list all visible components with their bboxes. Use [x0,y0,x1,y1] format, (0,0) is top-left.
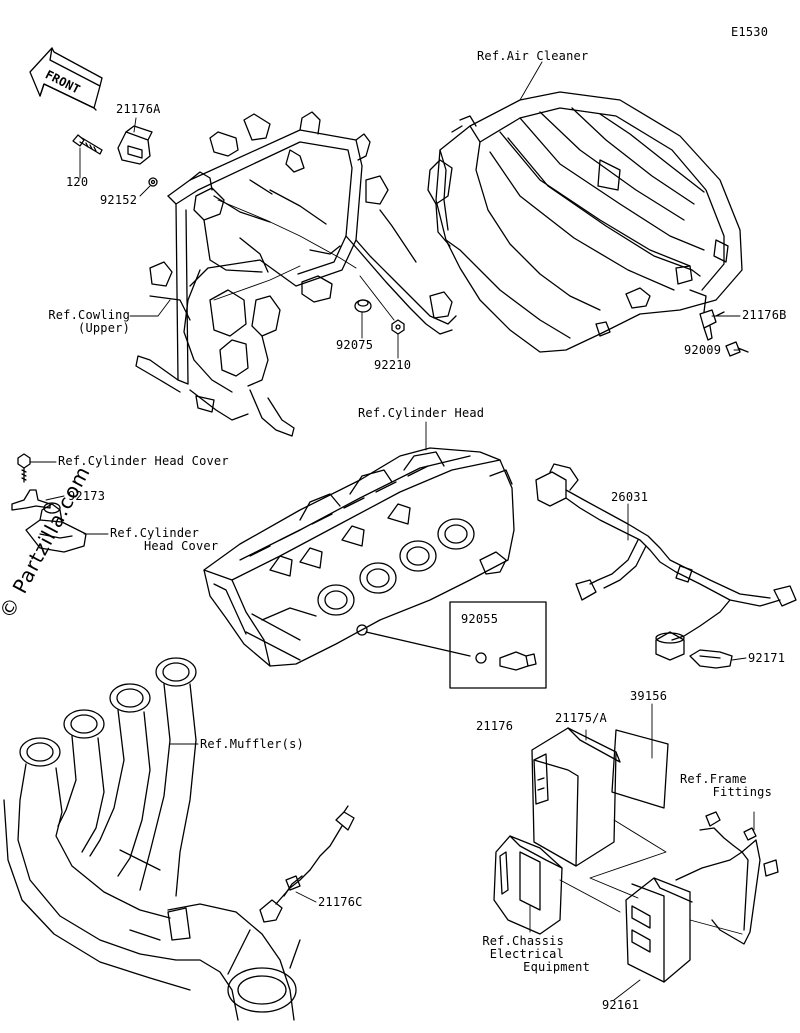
sensor-21176b-icon [699,309,725,341]
label-ref-cowling-line2: (Upper) [78,321,130,335]
label-21176: 21176 [476,719,514,733]
detail-box-21176 [365,601,547,689]
label-ref-chassis-line3: Equipment [523,960,590,974]
harness-26031 [535,463,797,661]
label-39156 [611,729,669,809]
label-92161: 92161 [602,998,640,1012]
label-ref-chassis: Ref.Chassis Electrical Equipment [470,935,590,974]
oxygen-sensor-21176c [259,805,355,923]
label-21176b: 21176B [742,308,787,322]
frame-bracket [675,811,779,945]
grommet-92075-icon [354,299,372,313]
diagram-code: E1530 [731,25,769,39]
label-ref-frame: Ref.Frame Fittings [680,773,772,799]
label-ref-cyl-head-cover-2-line2: Head Cover [144,539,219,553]
label-92171: 92171 [748,651,786,665]
label-ref-air-cleaner: Ref.Air Cleaner [477,49,589,63]
bolt-92009-icon [725,341,749,357]
air-cleaner-box [427,91,743,353]
label-ref-frame-line2: Fittings [712,785,772,799]
cylinder-head [203,447,515,667]
label-39156: 39156 [630,689,668,703]
bracket-92173-icon [11,489,51,511]
ecu-21175a [531,727,621,867]
label-92152: 92152 [100,193,138,207]
label-26031: 26031 [611,490,649,504]
label-21176a: 21176A [116,102,161,116]
label-92210: 92210 [374,358,412,372]
label-92055: 92055 [461,612,499,626]
bolt-120-icon [72,134,103,155]
label-ref-chassis-line1: Ref.Chassis [482,934,564,948]
label-92009: 92009 [684,343,722,357]
label-92173: 92173 [68,489,106,503]
ecu-chassis [493,835,563,935]
head-cover-bolt-icon [17,453,31,483]
label-ref-mufflers: Ref.Muffler(s) [200,737,304,751]
label-ref-cyl-head-cover-1: Ref.Cylinder Head Cover [58,454,229,468]
label-21176c: 21176C [318,895,363,909]
grommet-cover-icon [25,502,87,553]
cowling-stay-frame [135,111,457,437]
label-ref-cyl-head-cover-2: Ref.Cylinder Head Cover [110,527,218,553]
sensor-21176a-icon [117,125,158,187]
label-ref-cowling-line1: Ref.Cowling [48,308,130,322]
exhaust-headers [3,657,301,1021]
label-ref-cyl-head-cover-2-line1: Ref.Cylinder [110,526,200,540]
clamp-92171-icon [689,649,733,669]
nut-92210-icon [391,319,405,335]
label-120: 120 [66,175,89,189]
label-ref-cowling: Ref.Cowling (Upper) [36,309,130,335]
label-ref-chassis-line2: Electrical [489,947,564,961]
label-92075: 92075 [336,338,374,352]
label-21175a: 21175/A [555,711,607,725]
leader-lines [29,61,755,1001]
ecu-92161 [625,877,693,983]
front-arrow-icon [29,47,103,111]
label-ref-cylinder-head: Ref.Cylinder Head [358,406,485,420]
label-ref-frame-line1: Ref.Frame [680,772,747,786]
